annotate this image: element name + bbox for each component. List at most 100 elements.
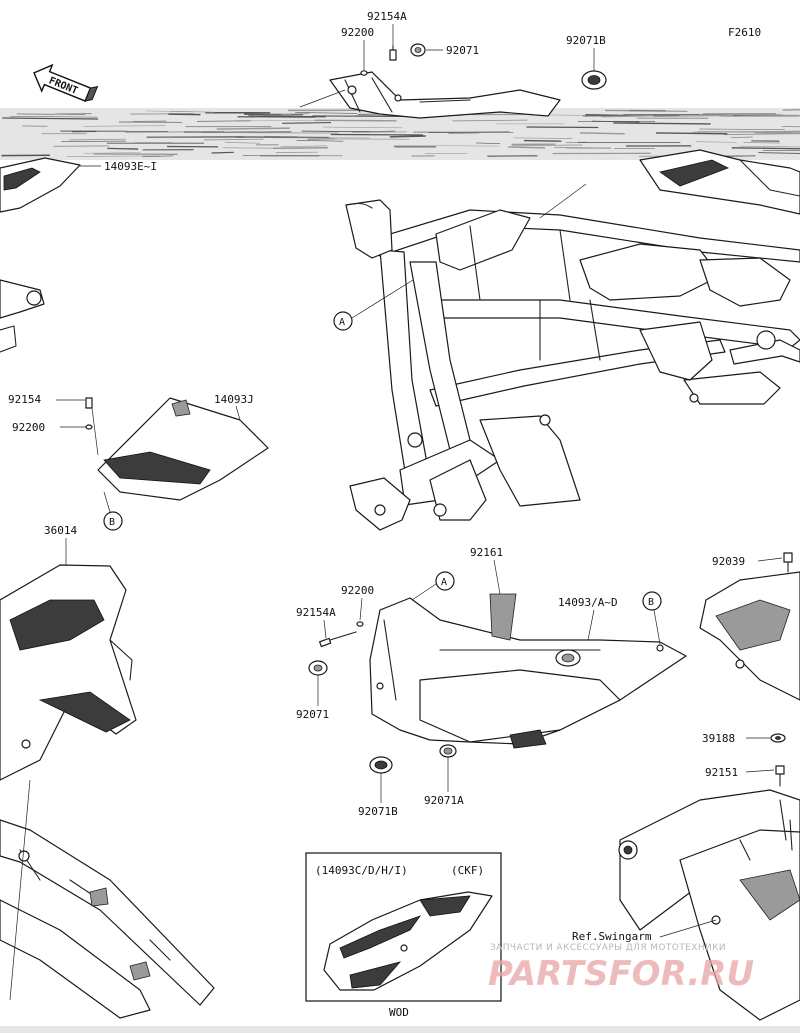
noise-streak [236, 120, 328, 122]
left-frame-fragment [0, 279, 45, 353]
watermark-brand: PARTSFOR.RU [488, 954, 754, 994]
label-92154A-top: 92154A [367, 10, 407, 23]
noise-streak [613, 122, 711, 125]
label-14093A-D: 14093/A~D [558, 596, 618, 609]
washer-92200-mid [356, 621, 364, 627]
inset-ckf-variant: (14093C/D/H/I) (CKF) WOD [305, 852, 502, 1019]
noise-streak [513, 137, 573, 139]
noise-streak [275, 151, 318, 154]
label-92161: 92161 [470, 546, 503, 559]
swingarm [618, 789, 800, 1021]
noise-streak [580, 132, 625, 135]
label-92071B-mid: 92071B [358, 805, 398, 818]
bolt-92039 [783, 552, 793, 573]
collar-39188 [770, 733, 786, 743]
noise-streak [2, 117, 99, 120]
label-92200-top: 92200 [341, 26, 374, 39]
marker-b-mid: B [642, 591, 662, 611]
noise-streak [10, 116, 98, 118]
noise-streak [512, 144, 583, 147]
front-fender-36014 [0, 564, 137, 781]
noise-streak [352, 131, 407, 133]
figure-code: F2610 [728, 26, 761, 39]
noise-streak [203, 138, 264, 141]
noise-streak [731, 147, 800, 150]
noise-streak [66, 155, 161, 157]
noise-streak [740, 113, 783, 115]
scan-noise-band [0, 108, 800, 160]
noise-streak [61, 140, 127, 142]
grommet-92071-mid [308, 660, 328, 676]
marker-b-left: B [103, 511, 123, 531]
inset-title: (14093C/D/H/I) [315, 864, 408, 877]
label-92039: 92039 [712, 555, 745, 568]
noise-streak [170, 110, 215, 113]
noise-streak [223, 147, 304, 149]
noise-streak [282, 113, 310, 115]
bolt-92151 [775, 765, 785, 787]
side-cover-14093E-I [0, 157, 81, 213]
noise-streak [695, 141, 737, 143]
bolt-92154A-top [389, 45, 397, 61]
grommet-92071A-mid [439, 744, 457, 758]
label-92071-top: 92071 [446, 44, 479, 57]
rear-cover-14093J [97, 397, 269, 501]
noise-streak [248, 115, 308, 118]
label-ref-swingarm: Ref.Swingarm [572, 930, 652, 943]
watermark-subtitle: ЗАПЧАСТИ И АКСЕССУАРЫ ДЛЯ МОТОТЕХНИКИ [490, 943, 726, 953]
bottom-scan-edge [0, 1026, 800, 1033]
noise-streak [69, 138, 126, 141]
noise-streak [295, 112, 358, 114]
noise-streak [133, 120, 167, 123]
marker-a-mid: A [435, 571, 455, 591]
watermark: ЗАПЧАСТИ И АКСЕССУАРЫ ДЛЯ МОТОТЕХНИКИ PA… [488, 943, 754, 994]
side-cover-14093A-D [369, 593, 687, 749]
noise-streak [508, 146, 546, 149]
grommet-92071-top [410, 43, 426, 57]
noise-streak [742, 130, 800, 133]
tail-cover-right [639, 149, 800, 215]
noise-streak [452, 119, 528, 122]
svg-text:A: A [441, 577, 447, 588]
label-92200-mid: 92200 [341, 584, 374, 597]
washer-92200-top [360, 70, 368, 76]
noise-streak [655, 132, 728, 135]
noise-streak [393, 145, 500, 147]
noise-streak [280, 145, 328, 147]
noise-streak [224, 141, 261, 144]
noise-streak [142, 155, 174, 158]
label-92071-mid: 92071 [296, 708, 329, 721]
main-frame [345, 199, 800, 531]
cowl-bracket [329, 71, 561, 119]
label-92154-left: 92154 [8, 393, 41, 406]
marker-a-top: A [333, 311, 353, 331]
bolt-92154A-mid [319, 631, 357, 648]
noise-streak [739, 145, 800, 148]
label-92071B-top: 92071B [566, 34, 606, 47]
noise-streak [782, 108, 800, 111]
inset-footer: WOD [389, 1006, 409, 1019]
noise-streak [523, 139, 562, 142]
label-92200-left: 92200 [12, 421, 45, 434]
noise-streak [282, 122, 332, 124]
washer-92200-left [85, 424, 93, 430]
noise-streak [653, 114, 734, 117]
noise-streak [758, 152, 800, 154]
bolt-92154-left [85, 397, 93, 409]
noise-streak [448, 132, 480, 135]
label-92071A-mid: 92071A [424, 794, 464, 807]
grommet-92071B-mid [369, 756, 393, 774]
noise-streak [296, 139, 344, 142]
noise-streak [723, 133, 800, 136]
noise-streak [323, 126, 403, 129]
svg-text:B: B [648, 597, 654, 608]
noise-streak [307, 137, 336, 140]
noise-streak [601, 115, 653, 118]
right-side-cover [699, 571, 800, 701]
noise-streak [83, 152, 141, 154]
noise-streak [107, 147, 139, 150]
noise-streak [585, 113, 631, 117]
noise-streak [301, 130, 371, 133]
noise-streak [236, 136, 330, 139]
noise-streak [16, 113, 86, 115]
